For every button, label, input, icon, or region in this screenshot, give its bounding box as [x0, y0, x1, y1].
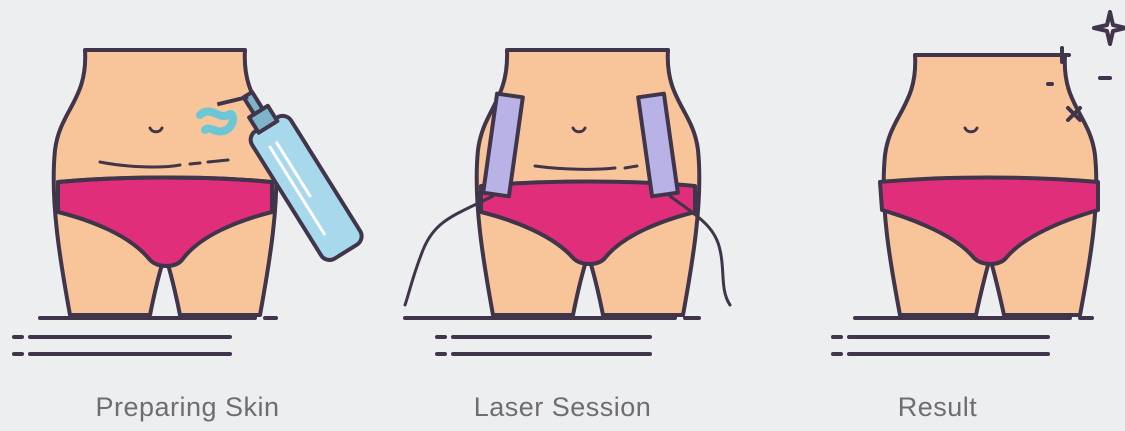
step-label: Preparing Skin [0, 392, 375, 423]
step-laser-session: Laser Session [375, 0, 750, 431]
step-label: Laser Session [375, 392, 750, 423]
step-preparing-skin: Preparing Skin [0, 0, 375, 431]
step-result: Result [750, 0, 1125, 431]
torso-with-gel-illustration [0, 0, 375, 380]
step-label: Result [750, 392, 1125, 423]
torso-result-illustration [750, 0, 1125, 380]
torso-with-laser-illustration [375, 0, 750, 380]
